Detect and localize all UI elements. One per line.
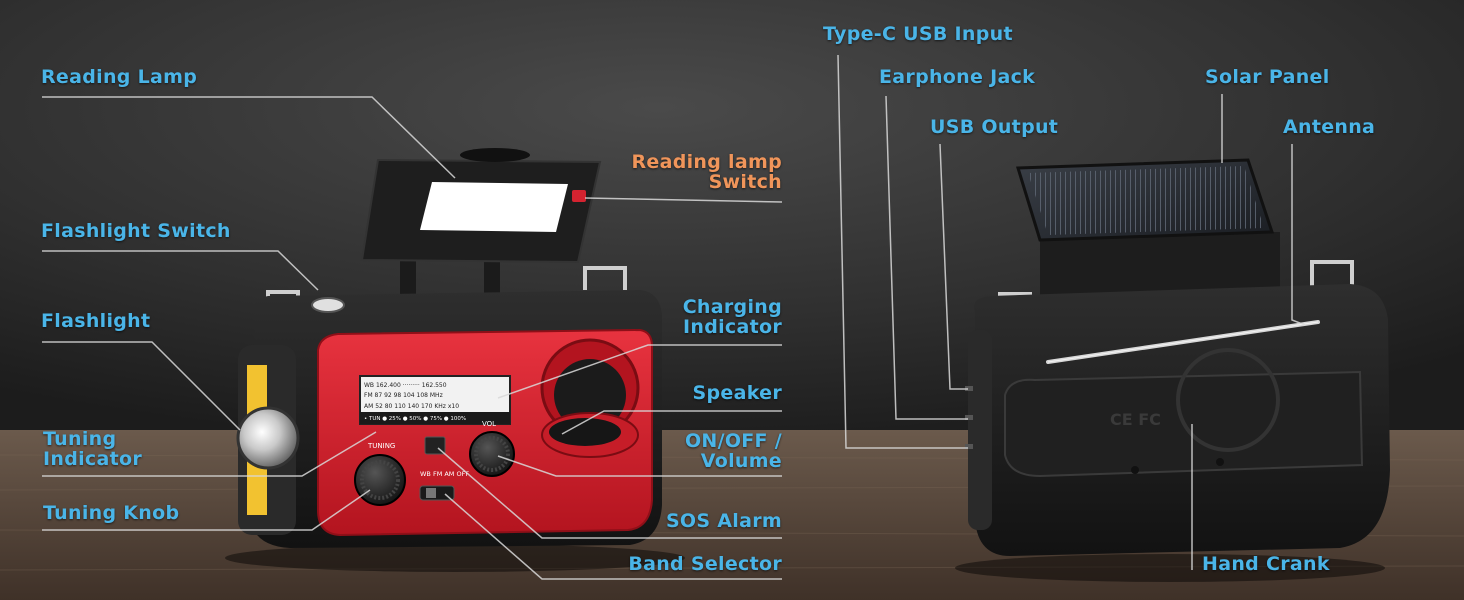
radio-back-view: CE FC [955,158,1390,582]
label-reading-lamp: Reading Lamp [41,66,198,88]
band-selector-text: WB FM AM OFF [420,470,469,478]
label-type-c-usb-input: Type-C USB Input [823,23,1013,45]
callout-lines [42,54,1306,580]
display-row-tun: • TUN ● 25% ● 50% ● 75% ● 100% [364,416,466,422]
label-charging-indicator-line2: Indicator [683,316,782,338]
label-sos-alarm: SOS Alarm [665,510,782,532]
reading-lamp-switch-button [572,190,586,202]
label-tuning-knob: Tuning Knob [43,502,180,524]
label-usb-output: USB Output [930,116,1059,138]
flashlight-switch-button [311,297,345,313]
label-tuning-indicator-line2: Indicator [43,448,142,470]
display-row-am: AM 52 80 110 140 170 KHz x10 [364,403,459,410]
usb-output-port [965,386,973,391]
label-solar-panel: Solar Panel [1205,66,1330,88]
label-band-selector: Band Selector [628,553,782,575]
speaker-grille [554,359,626,431]
label-antenna: Antenna [1283,116,1376,138]
label-hand-crank: Hand Crank [1202,553,1330,575]
label-flashlight-switch: Flashlight Switch [41,220,231,242]
reading-lamp-light [420,182,568,232]
label-tuning-indicator-line1: Tuning [43,428,117,450]
display-row-fm: FM 87 92 98 104 108 MHz [364,392,443,399]
label-reading-lamp-switch-line1: Reading lamp [631,151,782,173]
label-earphone-jack: Earphone Jack [879,66,1036,88]
type-c-input-port [965,444,973,449]
tuning-knob-text: TUNING [367,442,395,450]
radio-front-view: WB 162.400 ········· 162.550 FM 87 92 98… [225,148,685,572]
label-on-off-volume-line2: Volume [700,450,782,472]
label-charging-indicator-line1: Charging [682,296,782,318]
label-on-off-volume-line1: ON/OFF / [684,430,782,452]
display-row-wb: WB 162.400 ········· 162.550 [364,382,447,389]
earphone-jack-port [965,415,973,420]
label-flashlight: Flashlight [41,310,151,332]
volume-knob-text: VOL [482,420,496,428]
label-reading-lamp-switch-line2: Switch [708,171,782,193]
label-speaker: Speaker [692,382,782,404]
ce-fc-mark: CE FC [1110,410,1161,429]
flashlight-lens [236,406,300,470]
